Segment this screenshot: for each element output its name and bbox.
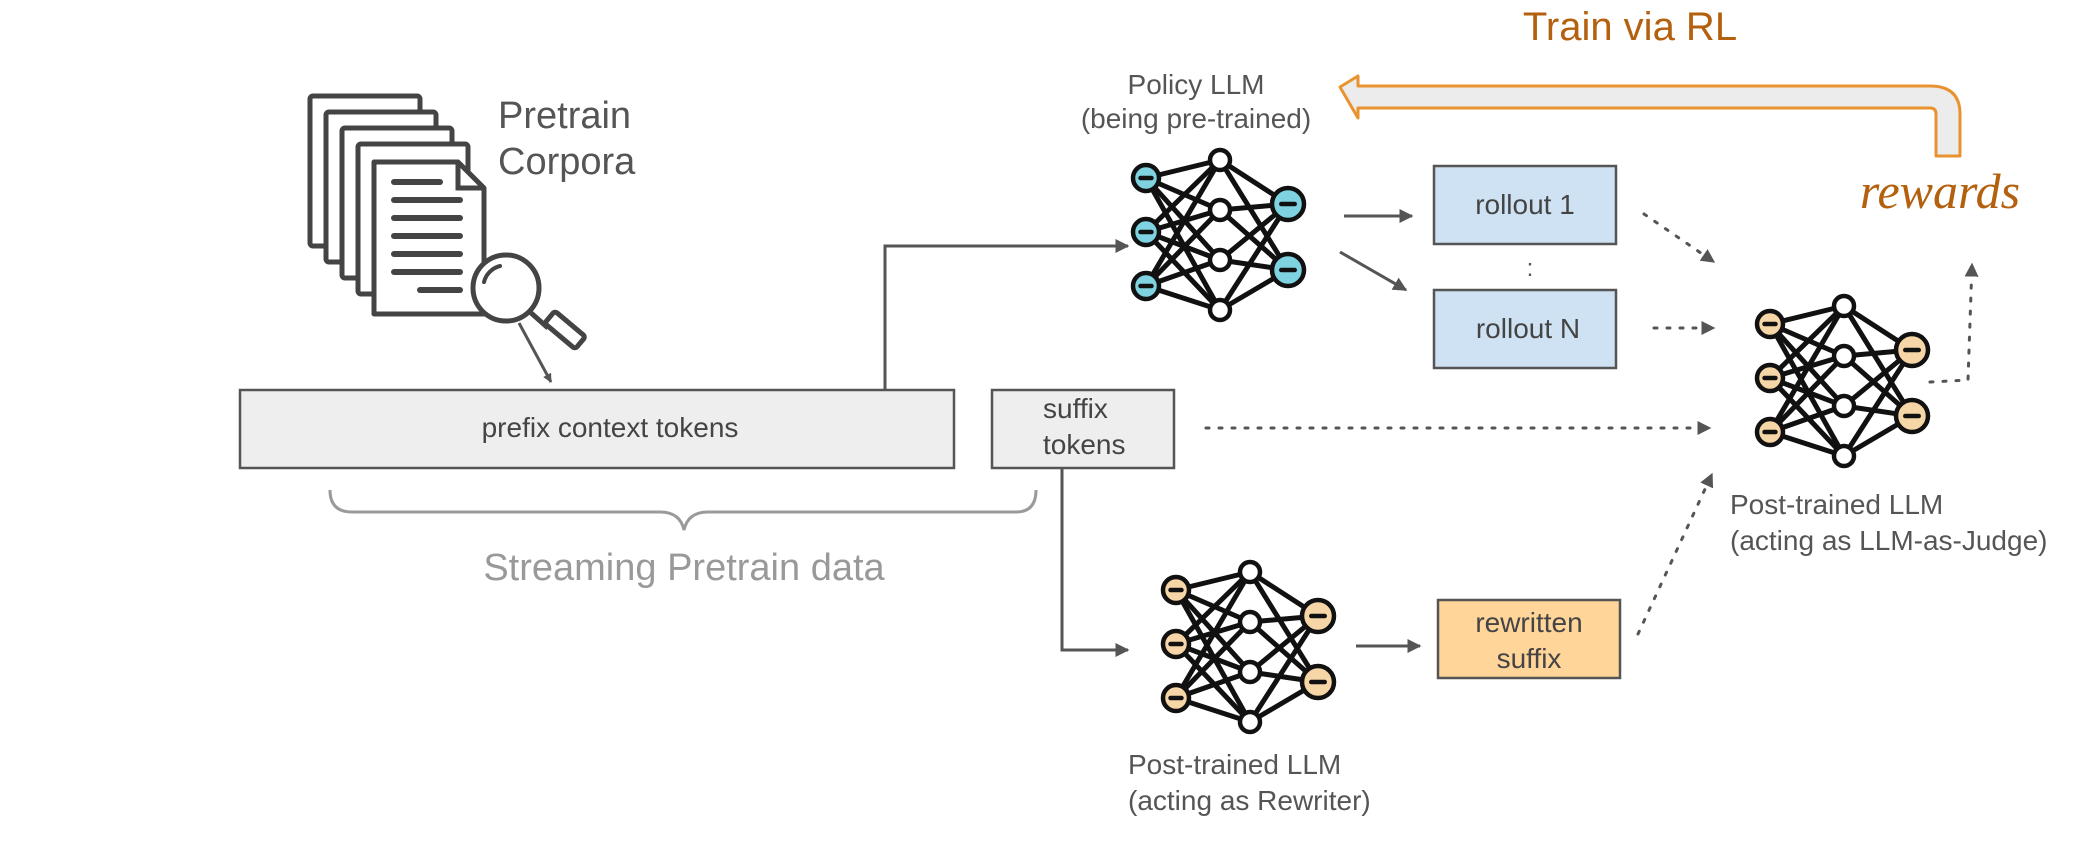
- network-edge: [1767, 353, 1847, 435]
- network-hidden-node: [1831, 393, 1857, 419]
- corpora-label-line1: Pretrain: [498, 95, 631, 137]
- network-hidden-node: [1237, 709, 1263, 735]
- network-edge: [1173, 569, 1253, 701]
- network-edge: [1247, 569, 1321, 685]
- network-hidden-node: [1207, 247, 1233, 273]
- network-hidden-node: [1207, 297, 1233, 323]
- rollout-n-label: rollout N: [1476, 313, 1580, 344]
- arrow-corpora-to-prefix: [517, 322, 553, 383]
- network-hidden-node: [1207, 197, 1233, 223]
- neural-network-icon: [1754, 293, 1931, 469]
- rollout-ellipsis: :: [1527, 255, 1534, 282]
- network-edge: [1173, 569, 1253, 647]
- train-via-rl-arrow: [1338, 74, 1962, 158]
- documents-icon: [307, 93, 487, 317]
- corpora-label-line2: Corpora: [498, 141, 636, 183]
- suffix-label-line2: tokens: [1043, 429, 1126, 460]
- network-hidden-node: [1831, 293, 1857, 319]
- suffix-box: [990, 388, 1176, 470]
- network-edge: [1143, 207, 1223, 289]
- network-edge: [1173, 619, 1253, 701]
- network-hidden-node: [1831, 443, 1857, 469]
- streaming-brace: [328, 489, 1038, 531]
- train-via-rl-label: Train via RL: [1523, 5, 1737, 49]
- policy-label-line1: Policy LLM: [1128, 69, 1265, 100]
- judge-label-line2: (acting as LLM-as-Judge): [1730, 525, 2047, 556]
- suffix-label-line1: suffix: [1043, 393, 1108, 424]
- network-hidden-node: [1237, 609, 1263, 635]
- network-hidden-node: [1831, 343, 1857, 369]
- arrow-prefix-to-policy: [883, 239, 1130, 390]
- network-edge: [1217, 157, 1291, 273]
- neural-network-icon: [1130, 147, 1307, 323]
- rollout-n-box: [1432, 288, 1618, 370]
- network-edge: [1767, 303, 1847, 435]
- network-edge: [1767, 303, 1847, 381]
- network-hidden-node: [1207, 147, 1233, 173]
- neural-network-icon: [1160, 559, 1337, 735]
- rewritten-suffix-box: [1436, 598, 1622, 680]
- prefix-label: prefix context tokens: [482, 412, 739, 443]
- arrow-rollout-1-to-judge: [1642, 212, 1716, 264]
- network-edge: [1841, 347, 1915, 459]
- policy-label-line2: (being pre-trained): [1081, 103, 1311, 134]
- rewritten-label-line1: rewritten: [1475, 607, 1582, 638]
- network-edge: [1143, 157, 1223, 289]
- network-hidden-node: [1237, 659, 1263, 685]
- magnifier-icon: [470, 252, 587, 351]
- arrow-judge-to-rewards: [1928, 262, 1979, 384]
- network-edge: [1841, 303, 1915, 419]
- network-edge: [1143, 157, 1223, 235]
- rewriter-label-line2: (acting as Rewriter): [1128, 785, 1371, 816]
- arrow-rewritten-to-judge: [1636, 472, 1714, 636]
- rollout-1-label: rollout 1: [1475, 189, 1575, 220]
- network-edge: [1247, 613, 1321, 725]
- network-edges: [1173, 569, 1321, 725]
- prefix-box: [238, 388, 956, 470]
- network-edges: [1767, 303, 1915, 459]
- arrow-suffix-to-rewriter: [1060, 468, 1130, 657]
- network-edges: [1143, 157, 1291, 313]
- arrow-policy-to-rollout-n: [1339, 250, 1408, 292]
- rewards-label: rewards: [1860, 163, 2020, 219]
- network-edge: [1217, 201, 1291, 313]
- judge-label-line1: Post-trained LLM: [1730, 489, 1943, 520]
- rewriter-label-line1: Post-trained LLM: [1128, 749, 1341, 780]
- network-hidden-node: [1237, 559, 1263, 585]
- streaming-label: Streaming Pretrain data: [483, 547, 885, 589]
- rollout-1-box: [1432, 164, 1618, 246]
- rewritten-label-line2: suffix: [1497, 643, 1562, 674]
